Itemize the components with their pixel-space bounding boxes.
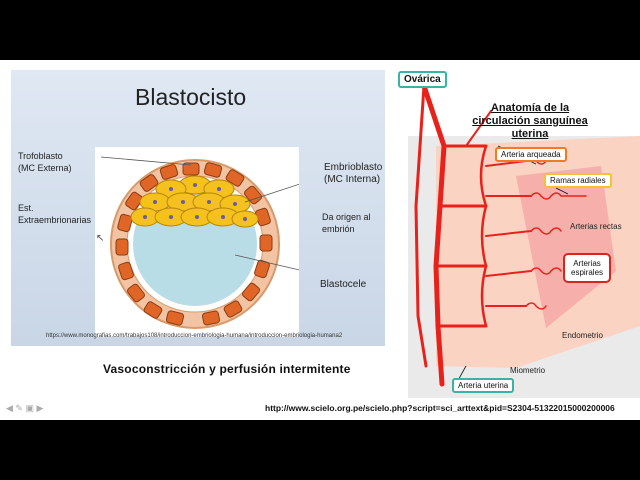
slide-caption: Vasoconstricción y perfusión intermitent…	[103, 362, 351, 376]
label-arteria-arqueada: Arteria arqueada	[495, 147, 567, 162]
slide-controls[interactable]: ◀ ✎ ▣ ▶	[6, 403, 43, 414]
source-link[interactable]: https://www.monografias.com/trabajos108/…	[46, 333, 342, 339]
blastocyst-svg	[95, 147, 299, 337]
label-arterias-rectas: Arterias rectas	[570, 221, 622, 233]
label-arterias-espirales: Arterias espirales	[563, 253, 611, 283]
reference-url[interactable]: http://www.scielo.org.pe/scielo.php?scri…	[265, 403, 615, 413]
blastocyst-panel: Blastocisto Trofoblasto (MC Externa) Est…	[11, 70, 385, 346]
label-endometrio: Endometrio	[562, 330, 603, 342]
label-embrioblasto: Embrioblasto (MC Interna)	[324, 162, 382, 186]
label-ovaricas: Ovárica	[398, 71, 447, 88]
label-arteria-uterina: Arteria uterina	[452, 378, 514, 393]
label-trofoblasto: Trofoblasto (MC Externa)	[18, 150, 72, 174]
slide: Blastocisto Trofoblasto (MC Externa) Est…	[0, 60, 640, 420]
blastocyst-title: Blastocisto	[135, 84, 246, 111]
mouse-cursor-icon: ↖	[96, 233, 104, 244]
label-origen: Da origen al embrión	[322, 211, 371, 235]
label-ramas-radiales: Ramas radiales	[544, 173, 612, 188]
label-blastocele: Blastocele	[320, 279, 366, 291]
label-miometrio: Miometrio	[510, 365, 545, 377]
blastocyst-illustration	[95, 147, 299, 337]
anatomy-title: Anatomía de la circulación sanguínea ute…	[460, 102, 600, 141]
label-est: Est. Extraembrionarias	[18, 202, 91, 226]
